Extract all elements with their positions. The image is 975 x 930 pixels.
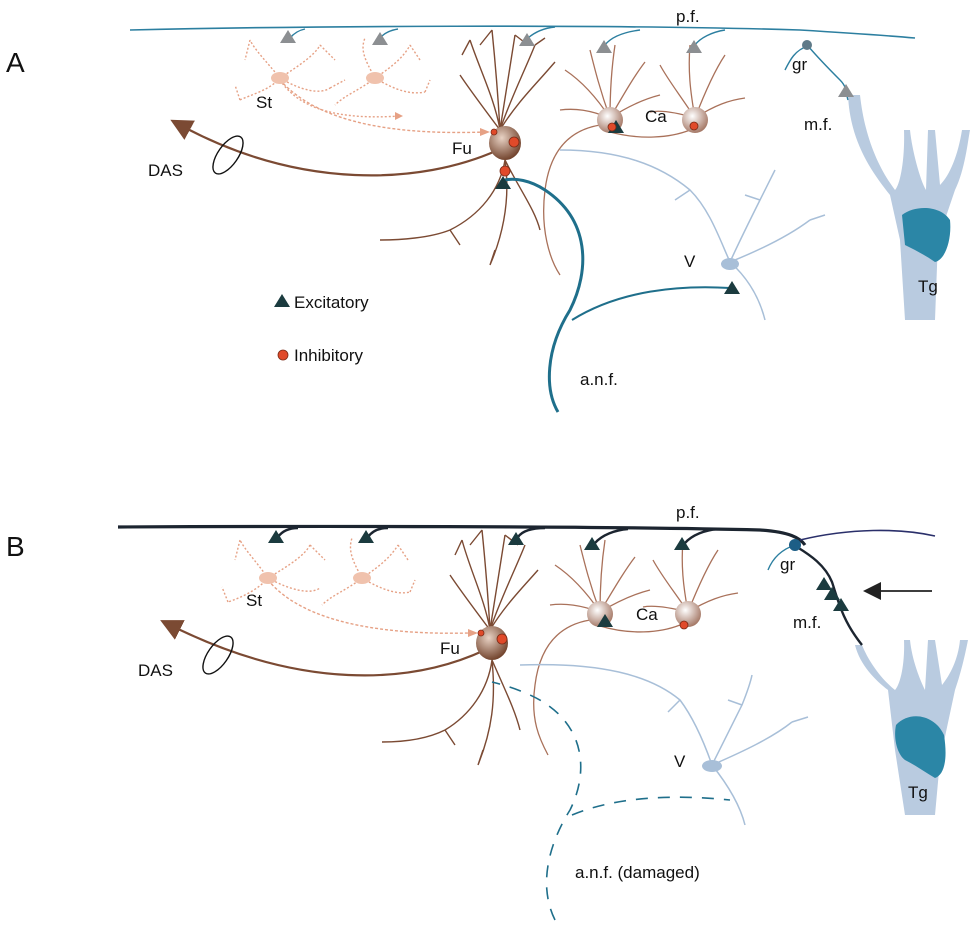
fusiform-soma (489, 126, 521, 160)
label-pf: p.f. (676, 7, 700, 26)
label-gr: gr (792, 55, 807, 74)
legend-excitatory-label: Excitatory (294, 293, 369, 312)
das-loop (212, 135, 244, 175)
cartwheel-cells-b (533, 539, 739, 756)
label-das: DAS (148, 161, 183, 180)
label-pf-b: p.f. (676, 503, 700, 522)
cartwheel-cells (543, 44, 746, 276)
label-gr-b: gr (780, 555, 795, 574)
das-loop-b (202, 635, 234, 675)
cartwheel-soma-b2 (675, 601, 701, 627)
label-anf-b: a.n.f. (damaged) (575, 863, 700, 882)
label-mf-b: m.f. (793, 613, 821, 632)
panel-a: A (6, 7, 970, 413)
excitatory-synapses-b (268, 530, 849, 627)
tg-structure-b (855, 640, 968, 815)
vertical-cell-b (519, 663, 809, 826)
stellate-soma-1 (271, 72, 289, 84)
label-st: St (256, 93, 272, 112)
anf-branch-damaged (571, 796, 731, 816)
mossy-fiber-b (796, 545, 863, 646)
excitatory-synapses-weak (280, 30, 854, 97)
label-ca: Ca (645, 107, 667, 126)
label-das-b: DAS (138, 661, 173, 680)
inhibitory-synapses (490, 121, 699, 177)
vertical-soma (721, 258, 739, 270)
label-tg: Tg (918, 277, 938, 296)
legend-excitatory-icon (274, 294, 290, 307)
auditory-nerve-fiber-damaged (491, 681, 582, 921)
granule-cell (802, 40, 812, 50)
stellate-soma-2 (366, 72, 384, 84)
panel-b-letter: B (6, 531, 25, 562)
label-fu-b: Fu (440, 639, 460, 658)
parallel-fiber-b (117, 524, 807, 547)
pf-branches (289, 26, 726, 46)
pf-branches-b (277, 526, 719, 544)
cartwheel-soma-2 (682, 107, 708, 133)
label-tg-b: Tg (908, 783, 928, 802)
vertical-cell (559, 149, 826, 321)
label-mf: m.f. (804, 115, 832, 134)
vertical-soma-b (702, 760, 722, 772)
stellate-soma-b1 (259, 572, 277, 584)
label-ca-b: Ca (636, 605, 658, 624)
legend-inhibitory-label: Inhibitory (294, 346, 363, 365)
granule-cell-b (789, 539, 801, 551)
label-fu: Fu (452, 139, 472, 158)
auditory-nerve-fiber (504, 177, 585, 413)
inhibitory-synapses-b (477, 620, 689, 645)
stellate-cells (234, 37, 486, 134)
anf-branch (571, 286, 731, 321)
legend-inhibitory-icon (277, 349, 289, 361)
parallel-fiber-b-tail (799, 529, 936, 541)
tg-structure (848, 95, 970, 320)
panel-a-letter: A (6, 47, 25, 78)
label-v: V (684, 252, 696, 271)
stellate-soma-b2 (353, 572, 371, 584)
panel-b: B (6, 503, 968, 921)
label-v-b: V (674, 752, 686, 771)
label-anf: a.n.f. (580, 370, 618, 389)
fusiform-cell (170, 29, 556, 266)
parallel-fiber (129, 25, 916, 39)
label-st-b: St (246, 591, 262, 610)
stellate-cells-b (221, 537, 471, 634)
